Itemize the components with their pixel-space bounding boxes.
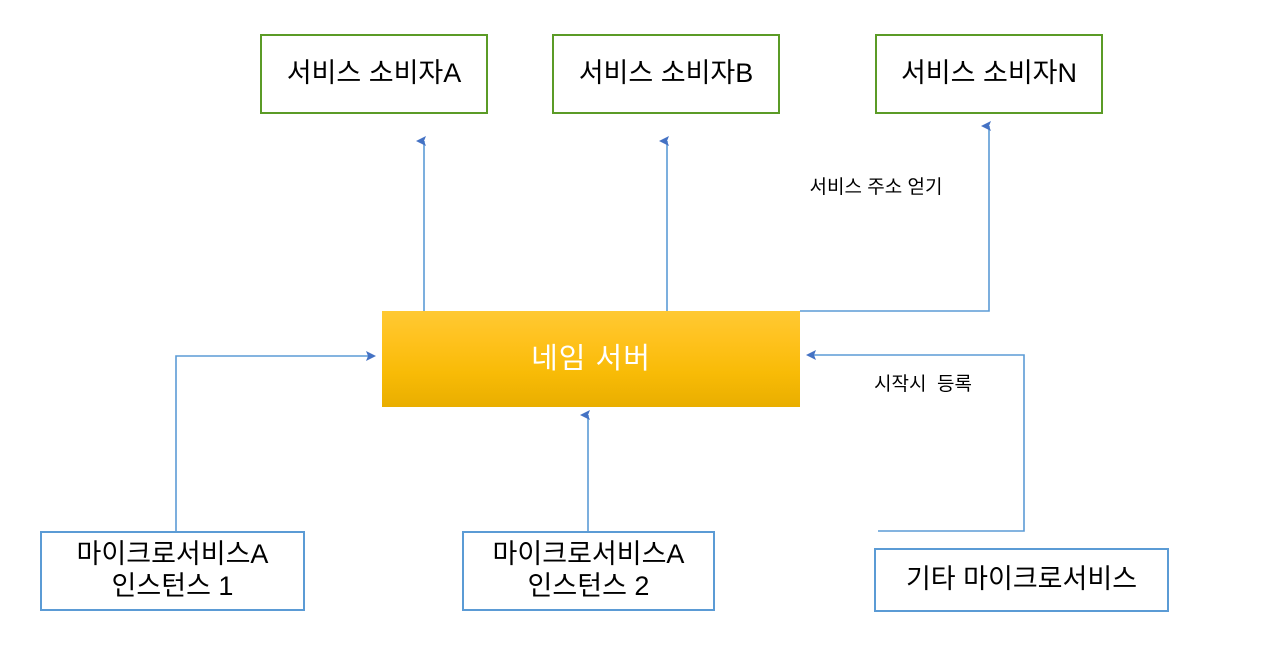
- node-name-server-label: 네임 서버: [531, 342, 651, 375]
- node-service-consumer-a[interactable]: 서비스 소비자A: [260, 34, 488, 114]
- node-microservice-a-instance-2-label: 마이크로서비스A 인스턴스 2: [492, 539, 685, 601]
- node-service-consumer-b-label: 서비스 소비자B: [578, 58, 754, 89]
- node-service-consumer-a-label: 서비스 소비자A: [286, 58, 462, 89]
- node-other-microservices-label: 기타 마이크로서비스: [905, 564, 1138, 595]
- node-name-server[interactable]: 네임 서버: [382, 311, 800, 407]
- node-service-consumer-n[interactable]: 서비스 소비자N: [875, 34, 1103, 114]
- node-other-microservices[interactable]: 기타 마이크로서비스: [874, 548, 1169, 612]
- edge-label-register-on-start: 시작시 등록: [874, 374, 972, 395]
- node-microservice-a-instance-1-label: 마이크로서비스A 인스턴스 1: [76, 539, 269, 601]
- edge-microservice-a1-to-nameserver: [175, 351, 376, 531]
- node-microservice-a-instance-2[interactable]: 마이크로서비스A 인스턴스 2: [462, 531, 715, 611]
- node-service-consumer-b[interactable]: 서비스 소비자B: [552, 34, 780, 114]
- node-service-consumer-n-label: 서비스 소비자N: [900, 58, 1078, 89]
- node-microservice-a-instance-1[interactable]: 마이크로서비스A 인스턴스 1: [40, 531, 305, 611]
- edge-label-get-service-address: 서비스 주소 얻기: [809, 177, 943, 198]
- edge-nameserver-to-consumer-n: [800, 121, 991, 312]
